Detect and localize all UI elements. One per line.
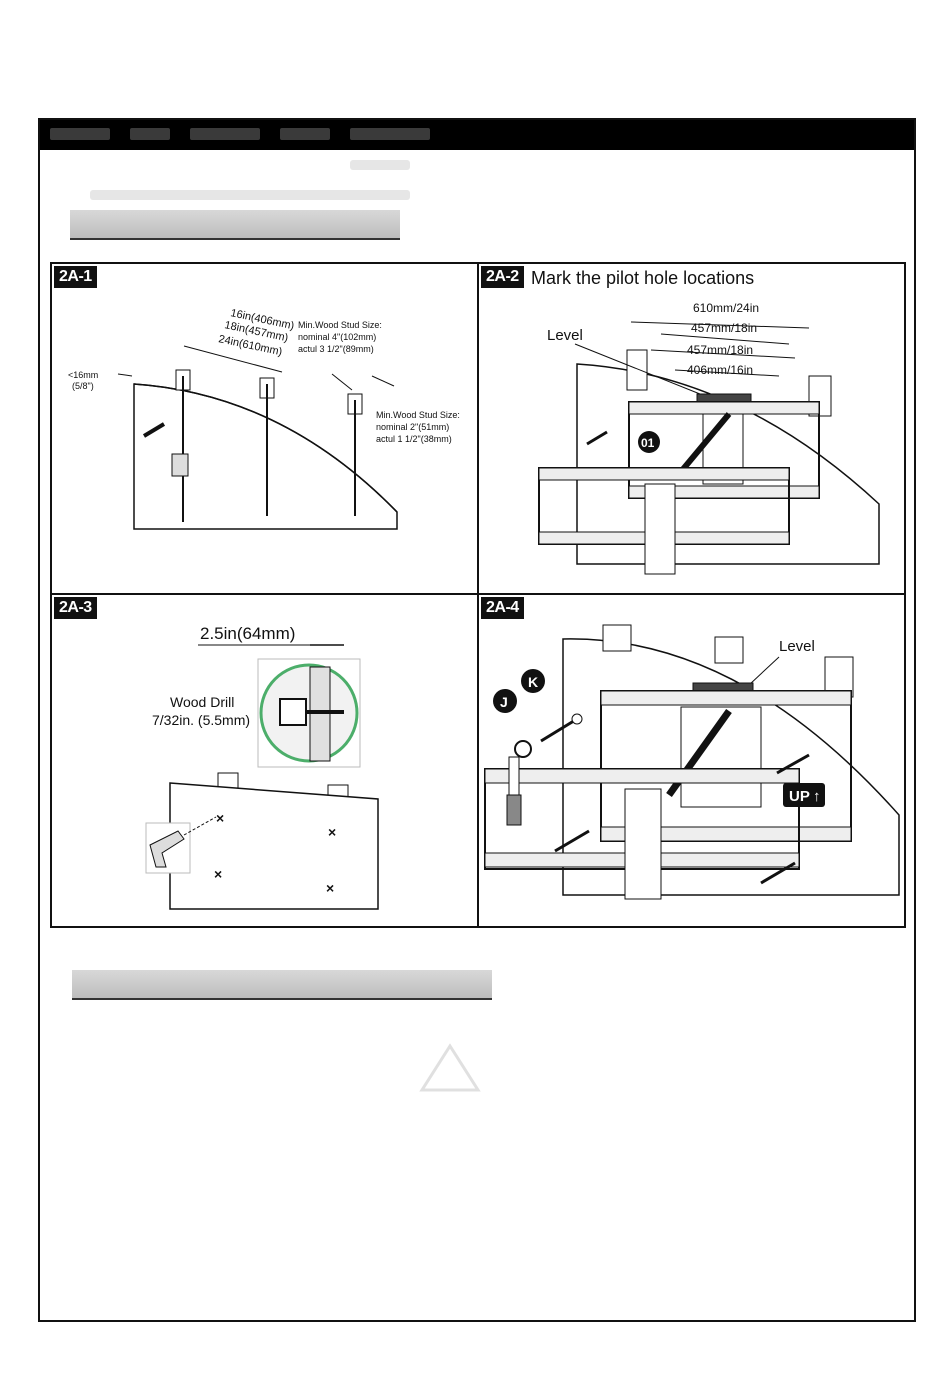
drill-label: Wood Drill [170,694,234,710]
edge-label: <16mm [68,370,98,380]
diagram-grid: 2A-1 <16mm (5/8") 16in(406mm) 18in(457 [50,262,906,928]
depth-label: 2.5in(64mm) [200,624,295,643]
warning-icon [419,1043,481,1092]
header-bar [40,120,914,150]
panel-2a-1: 2A-1 <16mm (5/8") 16in(406mm) 18in(457 [52,264,479,595]
pilot-hole-diagram: 610mm/24in 457mm/18in 457mm/18in 406mm/1… [538,301,880,575]
drill-label: 7/32in. (5.5mm) [152,712,250,728]
blurred-text-line [350,160,410,170]
svg-text:×: × [326,880,334,896]
panel-title: Mark the pilot hole locations [531,268,755,288]
blurred-text-line [90,190,410,200]
stud-size-b: Min.Wood Stud Size: [376,410,460,420]
panel-tag: 2A-1 [54,266,97,288]
panel-2a-2: 2A-2 Mark the pilot hole locations 610mm… [479,264,904,595]
dim-457a: 457mm/18in [691,321,757,335]
mount-attach-diagram: Level J K [484,624,900,900]
svg-text:×: × [214,866,222,882]
panel-tag: 2A-4 [481,597,524,619]
marker-j: J [500,694,508,710]
panel-2a-3: 2A-3 2.5in(64mm) Wood Drill 7/32in. (5.5… [52,595,479,926]
stud-size-b: actul 1 1/2"(38mm) [376,434,452,444]
stud-size-b: nominal 2"(51mm) [376,422,449,432]
drilling-diagram: 2.5in(64mm) Wood Drill 7/32in. (5.5mm) ×… [145,624,379,910]
stud-spacing-diagram: <16mm (5/8") 16in(406mm) 18in(457mm) 24i… [68,307,460,530]
stud-size-a: Min.Wood Stud Size: [298,320,382,330]
svg-text:×: × [216,810,224,826]
up-sticker: UP [789,788,810,805]
dim-406: 406mm/16in [687,363,753,377]
svg-text:×: × [328,824,336,840]
page-frame [38,118,916,1322]
dim-610: 610mm/24in [693,301,759,315]
level-label: Level [547,327,583,344]
section-heading-bar [70,210,400,240]
panel-2a-4: 2A-4 Level [479,595,904,926]
marker-01: 01 [641,436,655,450]
dim-457b: 457mm/18in [687,343,753,357]
level-label: Level [779,638,815,655]
svg-text:↑: ↑ [813,788,821,805]
section-heading-bar [72,970,492,1000]
panel-tag: 2A-3 [54,597,97,619]
panel-tag: 2A-2 [481,266,524,288]
stud-size-a: nominal 4"(102mm) [298,332,376,342]
marker-k: K [528,674,538,690]
edge-label: (5/8") [72,381,94,391]
stud-size-a: actul 3 1/2"(89mm) [298,344,374,354]
